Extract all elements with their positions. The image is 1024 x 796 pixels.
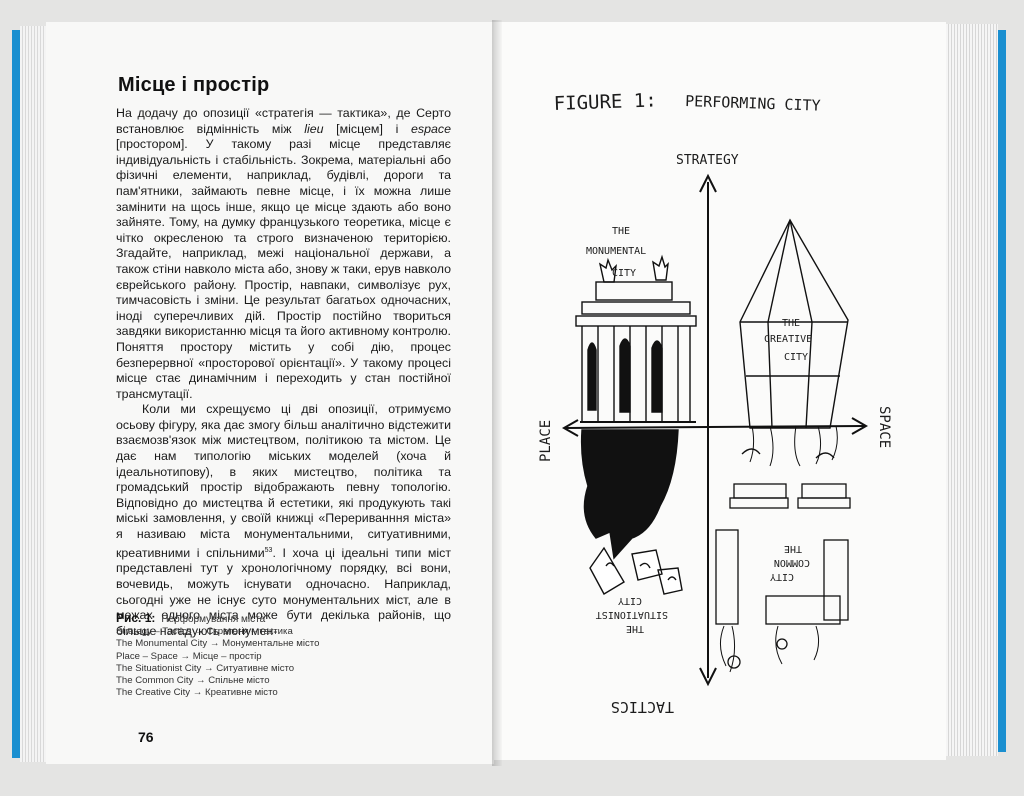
- caption-line: The Situationist City → Ситуативне місто: [116, 662, 295, 674]
- axis-label-top: STRATEGY: [676, 153, 739, 168]
- common-label-2: COMMON: [774, 557, 810, 568]
- page-stack-right: [940, 24, 998, 756]
- axis-label-right: SPACE: [876, 406, 892, 448]
- creative-label-3: CITY: [784, 352, 808, 363]
- left-page: [46, 22, 494, 764]
- common-label-3: CITY: [770, 571, 794, 582]
- caption-line: Place – Space → Місце – простір: [116, 650, 262, 662]
- creative-tower-illustration: [739, 218, 849, 467]
- monumental-label-3: CITY: [612, 268, 636, 279]
- page-stack-left: [20, 26, 48, 762]
- paragraph-2: Коли ми схрещуємо ці дві опозиції, отрим…: [116, 402, 452, 638]
- figure-caption: Рис. 1: Перформування міста Strategy – Ta…: [116, 612, 446, 699]
- section-heading: Місце і простір: [118, 74, 270, 96]
- common-label-1: THE: [784, 543, 802, 554]
- situationist-label-1: THE: [626, 623, 644, 634]
- right-page: [494, 22, 946, 760]
- body-text: На додачу до опозиції «стратегія — такти…: [116, 106, 451, 639]
- arrow-left-icon: [561, 419, 579, 437]
- figure-title-name: PERFORMING CITY: [685, 92, 821, 115]
- page-number: 76: [138, 729, 154, 745]
- situationist-label-2: SITUATIONIST: [596, 609, 668, 620]
- axis-label-bottom: TACTICS: [611, 698, 674, 716]
- caption-line: The Creative City → Креативне місто: [116, 687, 278, 699]
- caption-name: Перформування міста: [161, 614, 266, 625]
- monumental-building-illustration: [575, 254, 697, 595]
- creative-label-2: CREATIVE: [764, 334, 812, 345]
- book-spine: [492, 20, 502, 766]
- footnote-ref: 53: [264, 546, 273, 554]
- paragraph-1: На додачу до опозиції «стратегія — такти…: [116, 106, 451, 401]
- situationist-label-3: CITY: [618, 595, 642, 606]
- caption-line: Strategy – Tactics → Стратегія – тактика: [116, 626, 293, 638]
- creative-label-1: THE: [782, 318, 800, 329]
- performing-city-figure: FIGURE 1: PERFORMING CITY STRATEGY TACTI…: [538, 89, 892, 716]
- monumental-label-2: MONUMENTAL: [586, 246, 646, 257]
- axis-label-left: PLACE: [538, 420, 554, 462]
- book-edge-right: [998, 30, 1006, 752]
- arrow-down-icon: [699, 667, 717, 687]
- caption-line: The Common City → Спільне місто: [116, 675, 270, 687]
- caption-title: Рис. 1:: [116, 611, 156, 625]
- arrow-up-icon: [699, 173, 717, 193]
- monumental-label-1: THE: [612, 226, 630, 237]
- caption-line: The Monumental City → Монументальне міст…: [116, 638, 320, 650]
- arrow-right-icon: [851, 417, 869, 435]
- horizontal-axis: [565, 425, 865, 429]
- book-edge-left: [12, 30, 20, 758]
- figure-title-label: FIGURE 1:: [553, 89, 657, 115]
- common-city-illustration: [715, 483, 851, 673]
